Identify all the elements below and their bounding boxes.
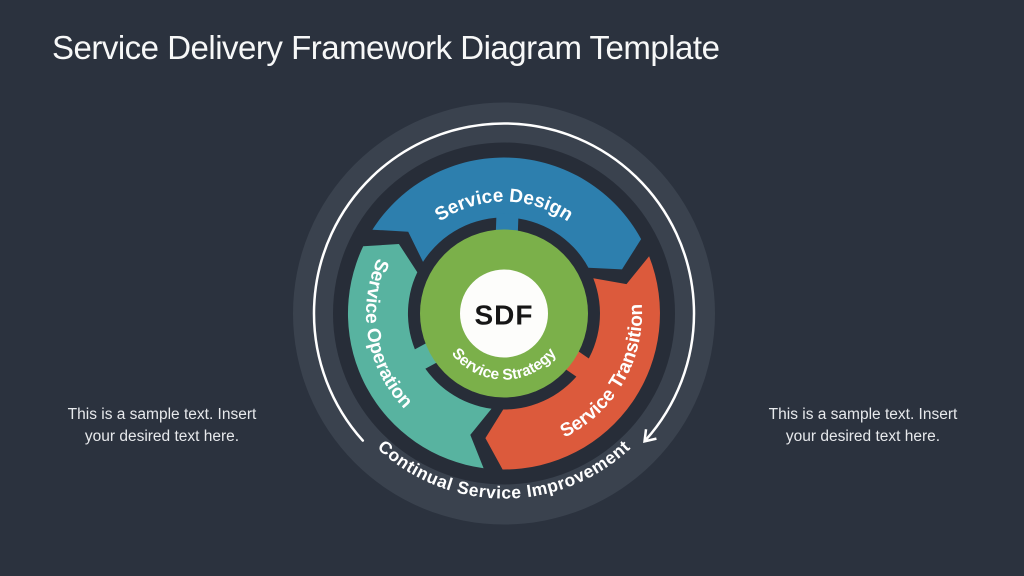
center-acronym: SDF (475, 300, 534, 331)
segment-service-design (372, 157, 642, 270)
cycle-arrow-icon (312, 122, 696, 443)
segment-service-transition (485, 256, 660, 470)
segment-service-operation (347, 244, 492, 469)
center-circle (460, 269, 548, 358)
page-title: Service Delivery Framework Diagram Templ… (52, 29, 720, 66)
right-placeholder-text: This is a sample text. Insert your desir… (768, 406, 958, 445)
left-placeholder-text: This is a sample text. Insert your desir… (67, 406, 257, 445)
